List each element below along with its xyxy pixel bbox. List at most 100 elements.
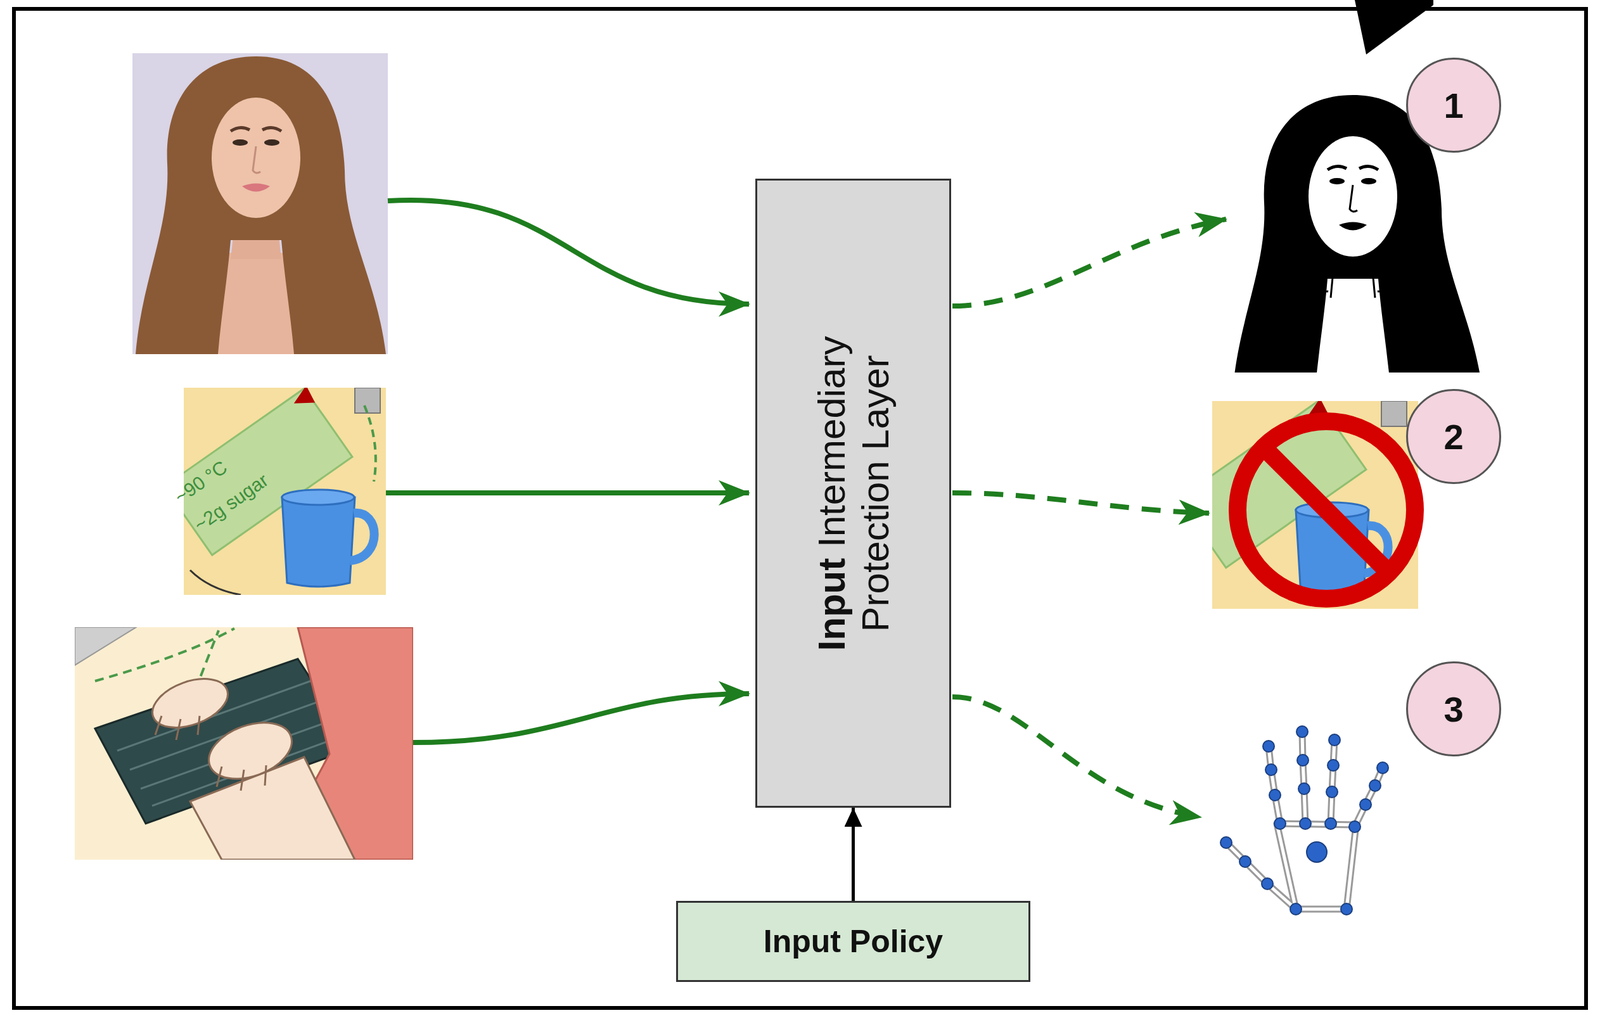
input-flow-arrow	[385, 200, 749, 743]
face-photo	[135, 56, 386, 355]
face-sketch	[1308, 136, 1398, 257]
hand-skeleton	[1226, 731, 1383, 910]
face-sketch	[1329, 178, 1345, 185]
typing-illustration	[155, 716, 267, 791]
cup-illustration	[183, 387, 386, 596]
cup-illustration	[364, 405, 376, 482]
hand-skeleton	[1306, 842, 1327, 863]
typing-illustration	[95, 628, 235, 682]
face-photo	[252, 146, 261, 173]
input-flow-arrow	[413, 693, 749, 743]
cup-prohibited	[1212, 401, 1419, 609]
cup-illustration	[289, 387, 317, 413]
face-sketch	[1361, 178, 1377, 185]
policy-arrow	[851, 807, 855, 902]
text-holder: 3	[1443, 688, 1464, 730]
face-sketch	[1359, 166, 1379, 170]
hand-skeleton	[1220, 726, 1389, 916]
face-sketch	[1349, 185, 1358, 212]
panel-text-group: ~90 °C~2g sugar	[169, 401, 334, 545]
hand-skeleton	[1276, 823, 1357, 910]
hand-skeleton	[1302, 731, 1306, 824]
callout-number: 2	[1443, 416, 1464, 458]
cup-illustration	[281, 497, 355, 587]
hand-skeleton	[1290, 903, 1302, 916]
cup-illustration	[354, 387, 381, 414]
hand-skeleton	[1220, 726, 1389, 916]
hand-skeleton	[1226, 842, 1296, 910]
cup-prohibited	[1381, 401, 1407, 427]
output-flow-arrow	[952, 219, 1227, 818]
text-holder: 2	[1443, 416, 1464, 458]
frame-border	[13, 8, 1587, 1009]
typing-illustration	[145, 669, 235, 737]
hand-skeleton	[1298, 783, 1310, 795]
face-photo	[230, 127, 250, 132]
layer-title-bold: Input	[810, 557, 853, 651]
callout-number: 3	[1406, 661, 1502, 757]
typing-illustration	[74, 627, 137, 666]
callout-number: 1	[1443, 84, 1464, 127]
callout-number: 3	[1443, 688, 1464, 730]
hand-skeleton	[1276, 823, 1357, 910]
hand-skeleton	[1330, 740, 1335, 824]
input-flow-arrow	[385, 490, 749, 496]
cup-illustration	[190, 570, 241, 596]
hand-skeleton	[1262, 740, 1275, 753]
prohibition-sign	[1263, 447, 1389, 573]
face-sketch	[1327, 166, 1347, 170]
hand-skeleton	[1302, 731, 1306, 824]
hand-skeleton	[1328, 734, 1341, 746]
hand-skeleton	[1354, 768, 1383, 827]
hand-skeleton	[1297, 754, 1309, 767]
hand-skeleton	[1354, 768, 1383, 827]
policy-box: Input Policy	[676, 901, 1031, 983]
hand-skeleton	[1274, 818, 1286, 830]
hand-skeleton	[1269, 789, 1281, 801]
hand-skeleton	[1369, 780, 1381, 792]
hand-skeleton	[1299, 818, 1312, 830]
hand-skeleton	[1226, 731, 1383, 910]
hand-skeleton	[1327, 759, 1339, 772]
hand-skeleton	[1330, 740, 1335, 824]
cup-illustration	[281, 489, 355, 506]
face-photo	[135, 56, 386, 355]
output-flow-arrow	[952, 219, 1227, 307]
face-sketch	[1338, 222, 1367, 231]
hand-skeleton	[1349, 821, 1361, 833]
hand-skeleton	[1261, 878, 1274, 890]
text-holder: Input Policy	[763, 923, 943, 960]
hand-skeleton	[1296, 726, 1308, 738]
text-holder: InputIntermediary Protection Layer	[809, 290, 898, 697]
hand-skeleton	[1340, 903, 1353, 916]
typing-illustration	[200, 712, 300, 790]
face-photo	[264, 139, 280, 146]
face-photo	[242, 183, 270, 192]
arrow-head-fragment	[1354, 0, 1434, 55]
hand-skeleton	[1376, 762, 1389, 774]
output-flow-arrow	[952, 697, 1201, 818]
hand-skeleton	[1220, 837, 1232, 849]
typing-illustration	[74, 627, 414, 860]
hand-skeleton	[1326, 786, 1338, 798]
typing-illustration	[74, 627, 414, 860]
hand-skeleton	[1265, 764, 1277, 776]
callout-number: 1	[1406, 57, 1502, 153]
face-photo	[132, 53, 388, 355]
hand-skeleton	[1324, 818, 1337, 830]
hand-skeleton	[1239, 856, 1251, 868]
face-photo	[211, 97, 301, 218]
callout-number: 2	[1406, 389, 1502, 485]
hand-skeleton	[1268, 746, 1280, 824]
box-label: Input Policy	[763, 923, 943, 960]
hand-skeleton	[1268, 746, 1280, 824]
prohibition-sign	[1237, 421, 1415, 599]
hand-skeleton	[1226, 842, 1296, 910]
face-photo	[262, 127, 282, 132]
face-photo	[232, 139, 248, 146]
input-flow-arrow	[387, 200, 749, 305]
output-flow-arrow	[952, 492, 1210, 514]
protection-layer-box: InputIntermediary Protection Layer	[755, 178, 952, 808]
face-photo	[132, 53, 388, 355]
